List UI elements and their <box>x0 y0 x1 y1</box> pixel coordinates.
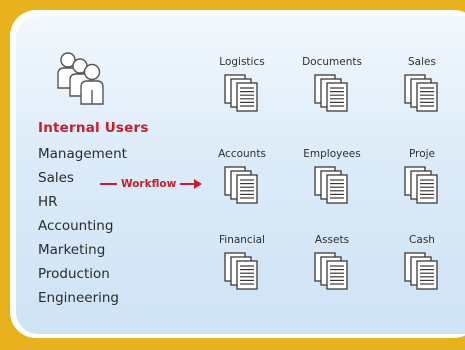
documents-icon <box>314 166 348 204</box>
internal-users-title: Internal Users <box>38 120 149 136</box>
module-item: Accounts <box>202 148 282 211</box>
diagram-frame: Internal Users Management Sales HR Accou… <box>10 10 465 338</box>
documents-icon <box>224 252 258 290</box>
module-label: Accounts <box>218 148 266 160</box>
workflow-label: Workflow <box>121 178 177 190</box>
module-item: Logistics <box>202 56 282 119</box>
department-list: Management Sales HR Accounting Marketing… <box>38 142 127 310</box>
documents-icon <box>224 166 258 204</box>
module-label: Financial <box>219 234 265 246</box>
department-item: Engineering <box>38 290 119 306</box>
workflow-line <box>180 183 195 185</box>
documents-icon <box>314 252 348 290</box>
documents-icon <box>314 74 348 112</box>
module-label: Documents <box>302 56 362 68</box>
module-item: Documents <box>292 56 372 119</box>
department-item: Sales <box>38 170 74 186</box>
module-item: Proje <box>382 148 462 211</box>
module-label: Assets <box>314 234 350 246</box>
department-item: HR <box>38 194 58 210</box>
department-item: Marketing <box>38 242 106 258</box>
module-item: Financial <box>202 234 282 297</box>
department-item: Accounting <box>38 218 114 234</box>
department-item: Production <box>38 266 110 282</box>
documents-icon <box>404 74 438 112</box>
module-label: Logistics <box>219 56 265 68</box>
module-item: Assets <box>292 234 372 297</box>
arrow-right-icon <box>194 179 203 189</box>
diagram-panel: Internal Users Management Sales HR Accou… <box>16 16 465 334</box>
documents-icon <box>224 74 258 112</box>
module-label: Sales <box>408 56 436 68</box>
documents-icon <box>404 252 438 290</box>
module-label: Cash <box>409 234 435 246</box>
module-label: Employees <box>303 148 361 160</box>
department-item: Management <box>38 146 127 162</box>
workflow-line <box>100 183 117 185</box>
module-item: Sales <box>382 56 462 119</box>
documents-icon <box>404 166 438 204</box>
module-label: Proje <box>408 148 436 160</box>
module-item: Employees <box>292 148 372 211</box>
module-item: Cash <box>382 234 462 297</box>
workflow-arrow: Workflow <box>100 178 203 190</box>
users-group-icon <box>57 52 104 105</box>
